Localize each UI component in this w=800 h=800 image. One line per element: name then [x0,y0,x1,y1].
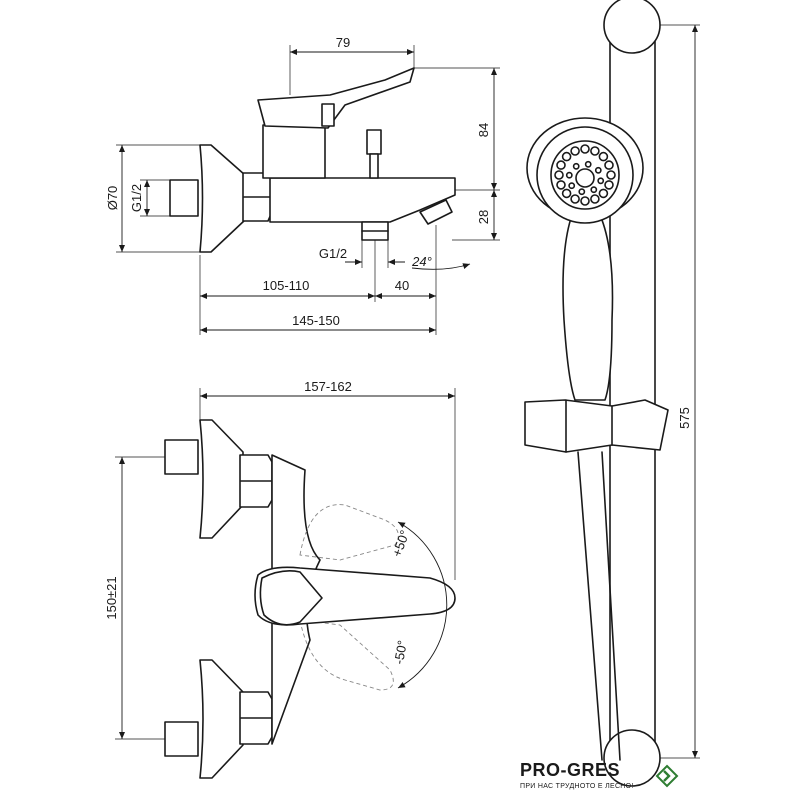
brand-logo: PRO-GRES ПРИ НАС ТРУДНОТО Е ЛЕСНО! [520,760,700,800]
dim-outlet-thread: G1/2 [319,246,347,261]
shower-hose [577,451,621,761]
nozzle [584,160,592,168]
side-spout-tip [419,199,453,225]
nozzle [578,188,586,196]
nozzle [598,151,609,162]
dim-inlet-thread: G1/2 [129,184,144,212]
nozzle [604,180,614,190]
nozzle [598,188,609,199]
nozzle [597,177,605,185]
front-upper-flange [199,419,244,539]
nozzle [580,196,590,206]
side-lever [257,67,415,129]
nozzle [561,188,572,199]
dim-lever-height: 84 [476,123,491,137]
side-inlet-stub [169,179,199,217]
lever-rotated-up [299,504,399,561]
nozzle [565,171,573,179]
side-cartridge [262,124,326,179]
hand-shower-handle [562,214,614,401]
dim-spout-height: 28 [476,210,491,224]
dim-total-projection: 145-150 [292,313,340,328]
dim-inlet-to-outlet: 105-110 [263,278,310,293]
nozzle [590,194,600,204]
shower-rail-set: 575 [524,0,700,787]
side-body [269,177,456,223]
dim-spout-angle: 24° [411,254,432,269]
dim-flange-diameter: Ø70 [105,186,120,211]
nozzle [606,170,616,180]
brand-tagline: ПРИ НАС ТРУДНОТО Е ЛЕСНО! [520,783,634,790]
front-view: 157-162 +50° -50° 150±21 [104,379,456,779]
nozzle [570,146,580,156]
dim-rotate-up: +50° [389,528,412,559]
dim-inlet-spacing: 150±21 [104,576,119,619]
dim-outlet-to-tip: 40 [395,278,409,293]
side-view: 79 84 28 Ø70 G1/2 G1/2 24° 105-110 40 14… [105,35,500,335]
dim-top-width: 79 [336,35,350,50]
brand-name: PRO-GRES [520,760,621,780]
lever-rotated-down [299,619,394,691]
diamond-arrow-icon [655,764,679,788]
dim-front-projection: 157-162 [304,379,352,394]
nozzle [556,180,566,190]
nozzle [556,160,566,170]
nozzle [572,162,580,170]
nozzle [594,166,602,174]
side-wall-flange [199,144,246,253]
shower-slider-holder [524,399,669,453]
nozzle [590,186,598,194]
nozzle [554,170,564,180]
front-lever-base [259,570,323,626]
dim-rotate-down: -50° [391,639,410,665]
shower-nozzles [554,144,616,206]
nozzle [568,182,576,190]
nozzle [604,160,614,170]
nozzle [580,144,590,154]
nozzle [570,194,580,204]
dim-rail-length: 575 [677,407,692,429]
nozzle [561,151,572,162]
side-diverter [366,129,382,155]
front-lower-flange [199,659,244,779]
rail-top-bracket [603,0,661,54]
nozzle [590,146,600,156]
